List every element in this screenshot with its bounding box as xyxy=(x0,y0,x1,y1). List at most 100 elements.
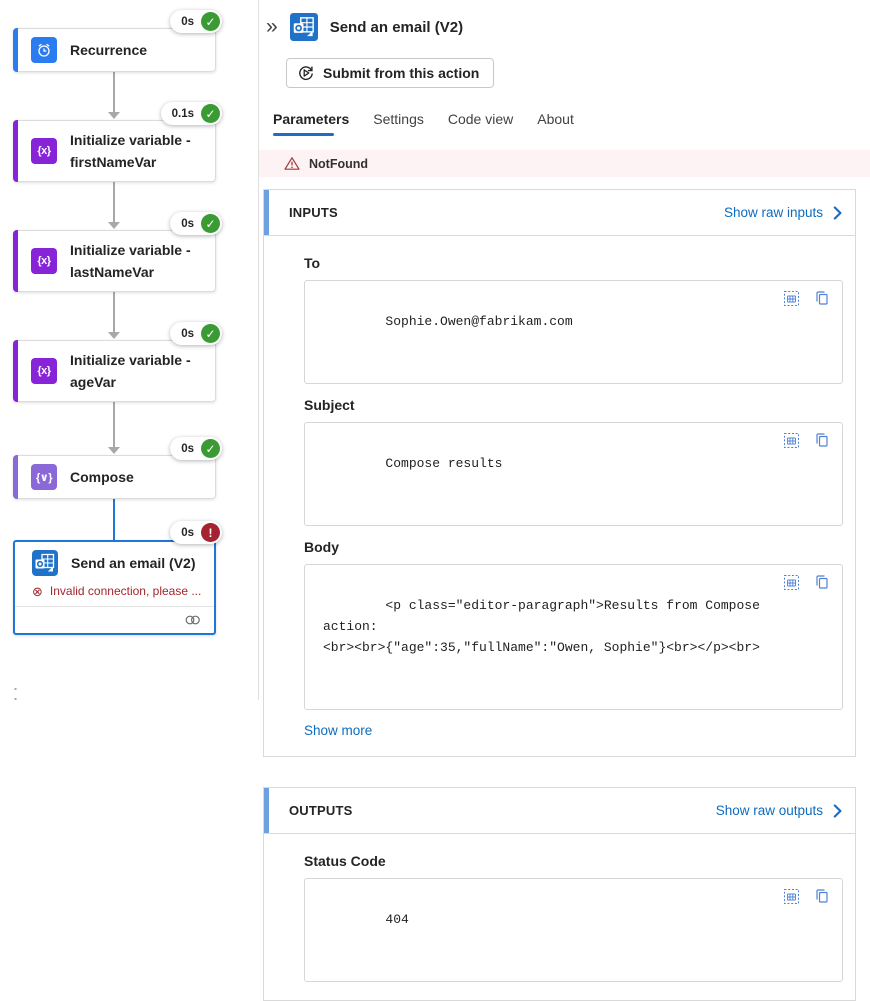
node-compose[interactable]: {∨} Compose xyxy=(13,455,216,499)
outlook-icon xyxy=(289,13,318,41)
success-check-icon: ✓ xyxy=(201,104,220,123)
to-field[interactable]: Sophie.Owen@fabrikam.com xyxy=(304,280,843,384)
status-code-field[interactable]: 404 xyxy=(304,878,843,982)
node-recurrence[interactable]: Recurrence xyxy=(13,28,216,72)
raw-view-icon[interactable] xyxy=(783,574,800,591)
node-title: Recurrence xyxy=(70,42,148,58)
copy-icon[interactable] xyxy=(814,432,830,449)
tab-settings[interactable]: Settings xyxy=(373,111,424,127)
copy-icon[interactable] xyxy=(814,290,830,307)
collapse-panel-icon[interactable]: » xyxy=(266,15,278,38)
duration-label: 0s xyxy=(181,15,194,28)
status-badge: 0s ! xyxy=(170,521,222,544)
raw-view-icon[interactable] xyxy=(783,290,800,307)
tab-about[interactable]: About xyxy=(537,111,574,127)
section-accent-bar xyxy=(264,788,269,833)
inputs-title: INPUTS xyxy=(289,205,338,220)
success-check-icon: ✓ xyxy=(201,439,220,458)
status-badge: 0.1s ✓ xyxy=(160,102,222,125)
outputs-section: OUTPUTS Show raw outputs Status Code 404 xyxy=(263,787,856,1001)
to-value: Sophie.Owen@fabrikam.com xyxy=(385,314,573,329)
node-title: Initialize variable - ageVar xyxy=(70,352,191,390)
node-accent-bar xyxy=(13,340,18,402)
outputs-header: OUTPUTS Show raw outputs xyxy=(264,788,855,834)
show-more-link[interactable]: Show more xyxy=(304,723,373,738)
outlook-icon xyxy=(32,550,58,576)
chevron-right-icon xyxy=(833,803,842,818)
variable-icon: {x} xyxy=(31,138,57,164)
body-value: <p class="editor-paragraph">Results from… xyxy=(323,598,760,655)
error-banner: NotFound xyxy=(259,150,870,177)
connector xyxy=(113,182,115,223)
node-initialize-agevar[interactable]: {x} Initialize variable - ageVar xyxy=(13,340,216,402)
duration-label: 0.1s xyxy=(171,107,194,120)
connector-arrow xyxy=(108,332,120,339)
status-badge: 0s ✓ xyxy=(170,322,222,345)
canvas-dot-grid xyxy=(11,684,19,700)
duration-label: 0s xyxy=(181,442,194,455)
outputs-title: OUTPUTS xyxy=(289,803,353,818)
subject-field[interactable]: Compose results xyxy=(304,422,843,526)
body-field[interactable]: <p class="editor-paragraph">Results from… xyxy=(304,564,843,710)
body-label: Body xyxy=(304,539,339,555)
workflow-canvas[interactable]: 0s ✓ Recurrence 0.1s ✓ {x} Initialize va… xyxy=(0,0,259,700)
node-title: Send an email (V2) xyxy=(71,555,196,571)
node-accent-bar xyxy=(13,455,18,499)
node-send-an-email[interactable]: Send an email (V2) ⊗ Invalid connection,… xyxy=(13,540,216,635)
subject-label: Subject xyxy=(304,397,355,413)
node-title: Initialize variable - firstNameVar xyxy=(70,132,191,170)
error-banner-text: NotFound xyxy=(309,156,369,171)
resubmit-icon xyxy=(297,64,315,82)
status-badge: 0s ✓ xyxy=(170,437,222,460)
duration-label: 0s xyxy=(181,526,194,539)
tab-bar: Parameters Settings Code view About xyxy=(273,111,870,136)
to-label: To xyxy=(304,255,321,271)
connector-arrow xyxy=(108,112,120,119)
error-circle-icon: ⊗ xyxy=(32,583,43,599)
panel-header: » Send an email (V2) xyxy=(259,0,870,41)
success-check-icon: ✓ xyxy=(201,214,220,233)
connector xyxy=(113,402,115,448)
clock-icon xyxy=(31,37,57,63)
error-exclamation-icon: ! xyxy=(201,523,220,542)
inputs-section: INPUTS Show raw inputs To Sophie.Owen@fa… xyxy=(263,189,856,757)
node-accent-bar xyxy=(13,230,18,292)
section-accent-bar xyxy=(264,190,269,235)
connector-arrow xyxy=(108,222,120,229)
connector-selected xyxy=(113,496,115,541)
node-error-message: ⊗ Invalid connection, please ... xyxy=(32,583,202,599)
show-raw-outputs-link[interactable]: Show raw outputs xyxy=(716,803,855,818)
inputs-header: INPUTS Show raw inputs xyxy=(264,190,855,236)
variable-icon: {x} xyxy=(31,358,57,384)
success-check-icon: ✓ xyxy=(201,324,220,343)
copy-icon[interactable] xyxy=(814,574,830,591)
connector-arrow xyxy=(108,447,120,454)
panel-title: Send an email (V2) xyxy=(329,18,464,36)
status-badge: 0s ✓ xyxy=(170,10,222,33)
raw-view-icon[interactable] xyxy=(783,888,800,905)
node-title: Initialize variable - lastNameVar xyxy=(70,242,191,280)
show-raw-inputs-link[interactable]: Show raw inputs xyxy=(724,205,855,220)
raw-view-icon[interactable] xyxy=(783,432,800,449)
connector xyxy=(113,69,115,113)
node-title: Compose xyxy=(70,469,134,485)
connector xyxy=(113,292,115,333)
warning-triangle-icon xyxy=(284,156,300,171)
variable-icon: {x} xyxy=(31,248,57,274)
status-code-value: 404 xyxy=(385,912,409,927)
compose-icon: {∨} xyxy=(31,464,57,490)
submit-from-action-button[interactable]: Submit from this action xyxy=(286,58,495,88)
node-initialize-firstnamevar[interactable]: {x} Initialize variable - firstNameVar xyxy=(13,120,216,182)
node-initialize-lastnamevar[interactable]: {x} Initialize variable - lastNameVar xyxy=(13,230,216,292)
chevron-right-icon xyxy=(833,205,842,220)
node-accent-bar xyxy=(13,28,18,72)
tab-code-view[interactable]: Code view xyxy=(447,111,514,127)
action-details-panel: » Send an email (V2) Submit from this ac… xyxy=(259,0,870,1001)
status-code-label: Status Code xyxy=(304,853,386,869)
duration-label: 0s xyxy=(181,217,194,230)
connection-link-icon[interactable] xyxy=(183,614,202,626)
copy-icon[interactable] xyxy=(814,888,830,905)
tab-parameters[interactable]: Parameters xyxy=(273,111,349,136)
duration-label: 0s xyxy=(181,327,194,340)
subject-value: Compose results xyxy=(385,456,503,471)
